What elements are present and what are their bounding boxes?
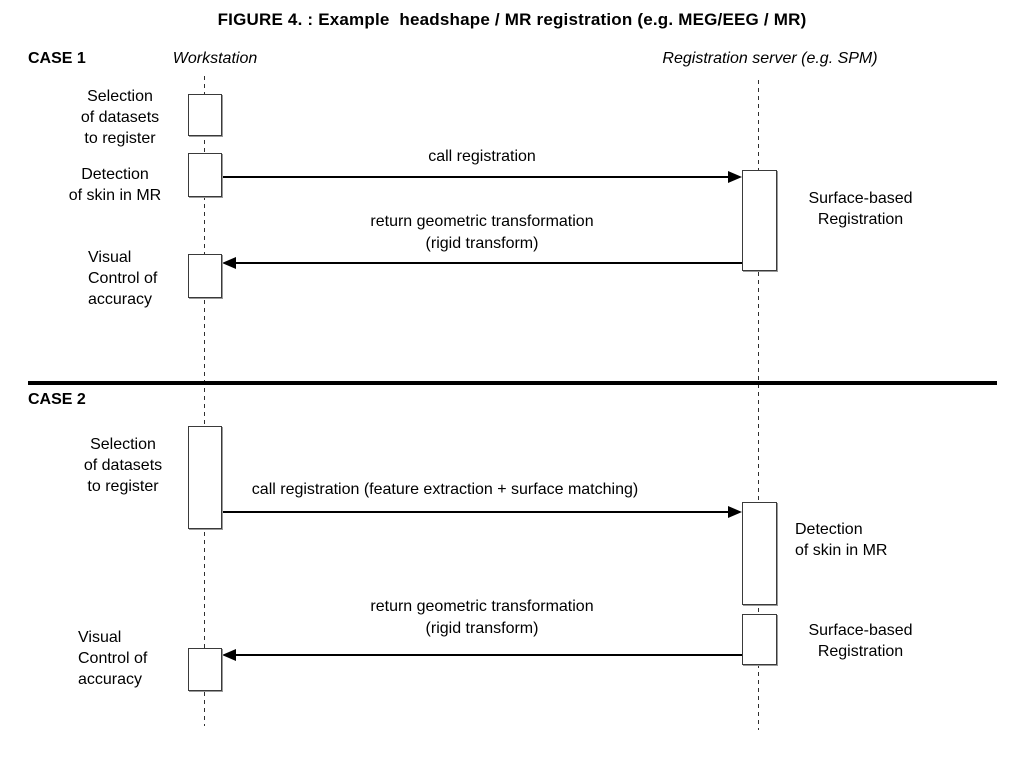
case1-call-arrowhead-icon bbox=[728, 171, 742, 183]
case1-call-message-label: call registration bbox=[428, 148, 536, 165]
case2-call-arrowhead-icon bbox=[728, 506, 742, 518]
case1-visual-label: Visual Control of accuracy bbox=[88, 249, 158, 308]
case1-selection-activation bbox=[188, 94, 222, 136]
workstation-lifeline-header: Workstation bbox=[172, 50, 258, 67]
case-divider bbox=[28, 381, 997, 385]
case2-surface-label: Surface-based Registration bbox=[808, 622, 913, 660]
case2-selection-label: Selection of datasets to register bbox=[83, 436, 163, 495]
workstation-lifeline bbox=[204, 76, 205, 726]
case2-detection-activation bbox=[742, 502, 777, 605]
server-lifeline bbox=[758, 80, 759, 730]
case2-label: CASE 2 bbox=[28, 391, 86, 408]
case1-return-arrowhead-icon bbox=[222, 257, 236, 269]
case1-label: CASE 1 bbox=[28, 50, 86, 67]
case1-detection-label: Detection of skin in MR bbox=[68, 166, 162, 204]
case2-return-arrow-line bbox=[235, 654, 742, 656]
server-lifeline-header: Registration server (e.g. SPM) bbox=[662, 50, 878, 67]
case1-surface-label: Surface-based Registration bbox=[808, 190, 913, 228]
case1-return-message-label: return geometric transformation (rigid t… bbox=[370, 213, 594, 252]
case2-detection-label: Detection of skin in MR bbox=[795, 521, 888, 559]
case1-surface-activation bbox=[742, 170, 777, 271]
case1-return-arrow-line bbox=[235, 262, 742, 264]
case2-visual-label: Visual Control of accuracy bbox=[78, 629, 148, 688]
case2-visual-activation bbox=[188, 648, 222, 691]
case1-selection-label: Selection of datasets to register bbox=[80, 88, 160, 147]
case2-selection-activation bbox=[188, 426, 222, 529]
case1-visual-activation bbox=[188, 254, 222, 298]
case1-detection-activation bbox=[188, 153, 222, 197]
case2-surface-activation bbox=[742, 614, 777, 665]
case1-call-arrow-line bbox=[222, 176, 729, 178]
case2-call-arrow-line bbox=[222, 511, 729, 513]
case2-return-arrowhead-icon bbox=[222, 649, 236, 661]
case2-return-message-label: return geometric transformation (rigid t… bbox=[370, 598, 594, 637]
case2-call-message-label: call registration (feature extraction + … bbox=[251, 481, 639, 498]
figure-title: FIGURE 4. : Example headshape / MR regis… bbox=[217, 10, 807, 29]
